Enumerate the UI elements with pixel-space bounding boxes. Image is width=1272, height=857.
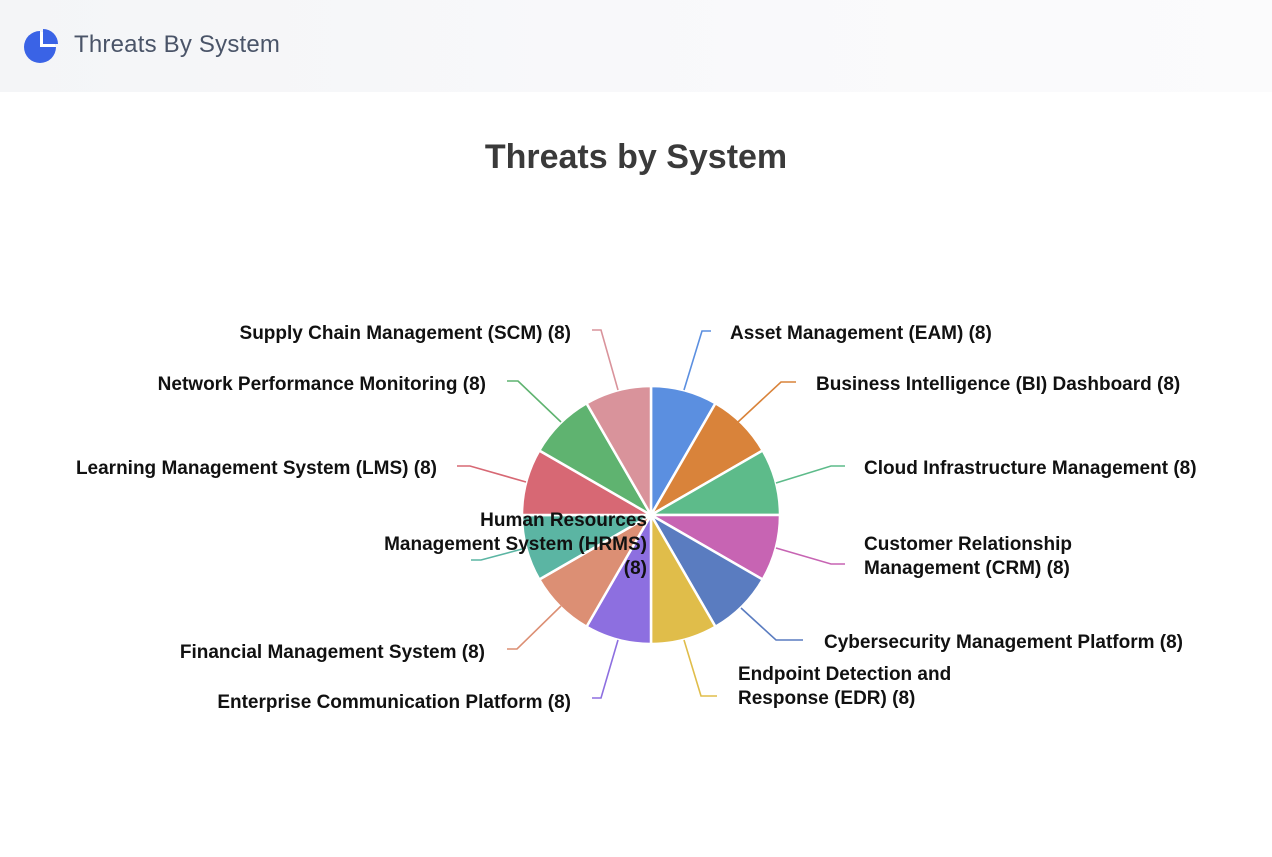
leader-line xyxy=(683,330,711,391)
leader-line xyxy=(471,547,527,561)
leader-line xyxy=(737,381,796,423)
leader-line xyxy=(592,639,619,699)
slice-label: Enterprise Communication Platform (8) xyxy=(217,692,571,713)
leader-line xyxy=(457,465,527,483)
leader-line xyxy=(507,605,562,650)
pie-chart-icon xyxy=(24,29,58,63)
leader-line xyxy=(775,547,845,565)
slice-label: Business Intelligence (BI) Dashboard (8) xyxy=(816,374,1180,395)
slice-label: Cloud Infrastructure Management (8) xyxy=(864,458,1197,479)
leader-line xyxy=(507,380,562,423)
app-header: Threats By System xyxy=(0,0,1272,92)
slice-label: Asset Management (EAM) (8) xyxy=(730,323,992,344)
pie-slice[interactable] xyxy=(585,384,653,517)
leader-line xyxy=(740,607,803,641)
leader-line xyxy=(683,639,717,697)
leader-line xyxy=(775,465,845,484)
slice-label: Cybersecurity Management Platform (8) xyxy=(824,632,1183,653)
slice-label: Learning Management System (LMS) (8) xyxy=(76,458,437,479)
slice-label: Financial Management System (8) xyxy=(180,642,485,663)
slice-label: Network Performance Monitoring (8) xyxy=(158,374,486,395)
leader-line xyxy=(592,329,619,391)
slice-label: Supply Chain Management (SCM) (8) xyxy=(240,323,571,344)
page-title: Threats By System xyxy=(74,31,281,58)
chart-title: Threats by System xyxy=(484,138,788,176)
